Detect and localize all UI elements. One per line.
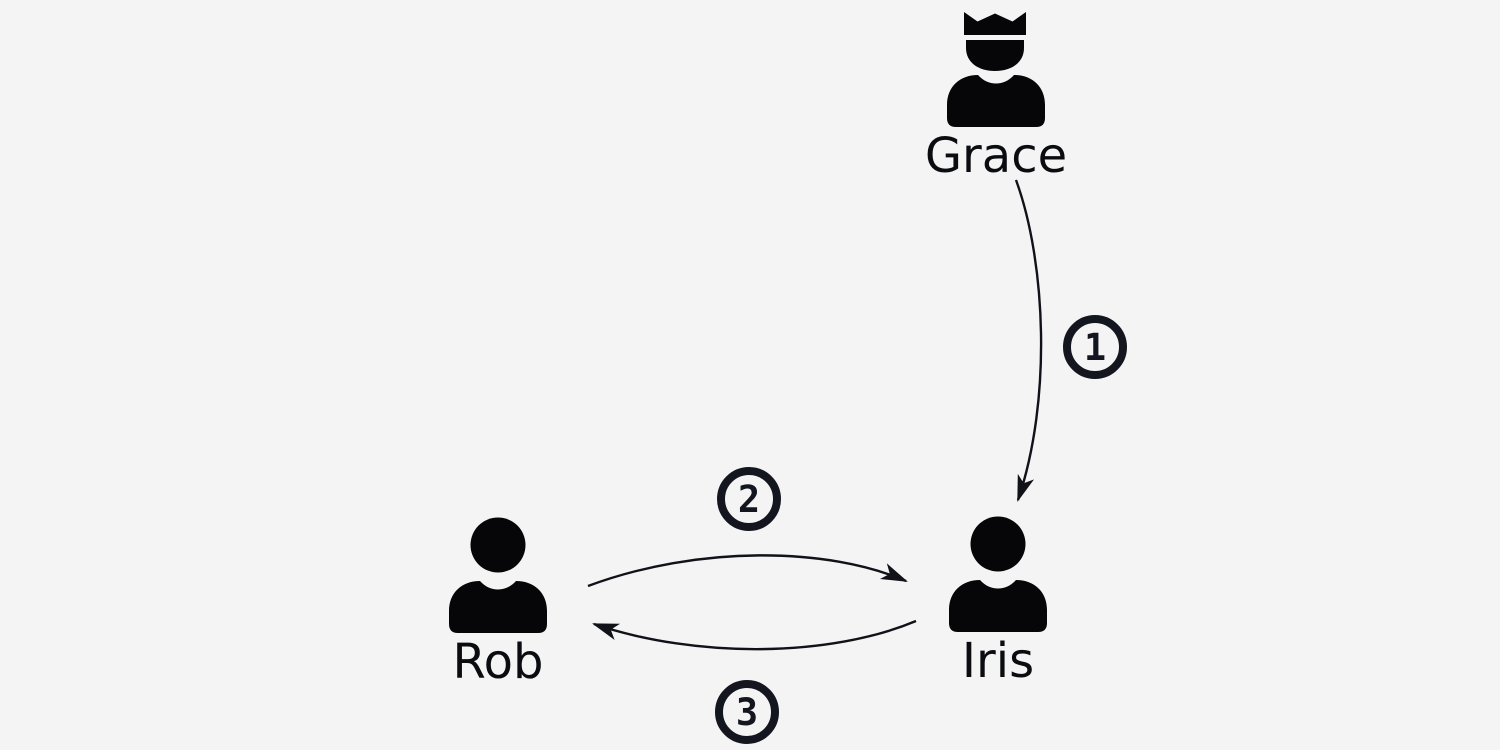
edge-arrow-iris-to-rob (591, 619, 917, 651)
node-rob: Rob (413, 517, 583, 686)
node-label-iris: Iris (961, 633, 1035, 689)
edge-number-badge-1: 1 (1063, 315, 1127, 379)
node-label-rob: Rob (452, 634, 544, 690)
edge-number-badge-2: 2 (717, 467, 781, 531)
edge-number-badge-3: 3 (715, 680, 779, 744)
node-label-grace: Grace (924, 128, 1068, 184)
node-iris: Iris (913, 516, 1083, 685)
person-icon (446, 517, 550, 633)
edge-arrow-grace-to-iris (1014, 179, 1043, 503)
person-icon (946, 516, 1050, 632)
edge-arrow-rob-to-iris (587, 554, 908, 588)
person-crown-icon (944, 11, 1048, 127)
node-grace: Grace (911, 11, 1081, 180)
